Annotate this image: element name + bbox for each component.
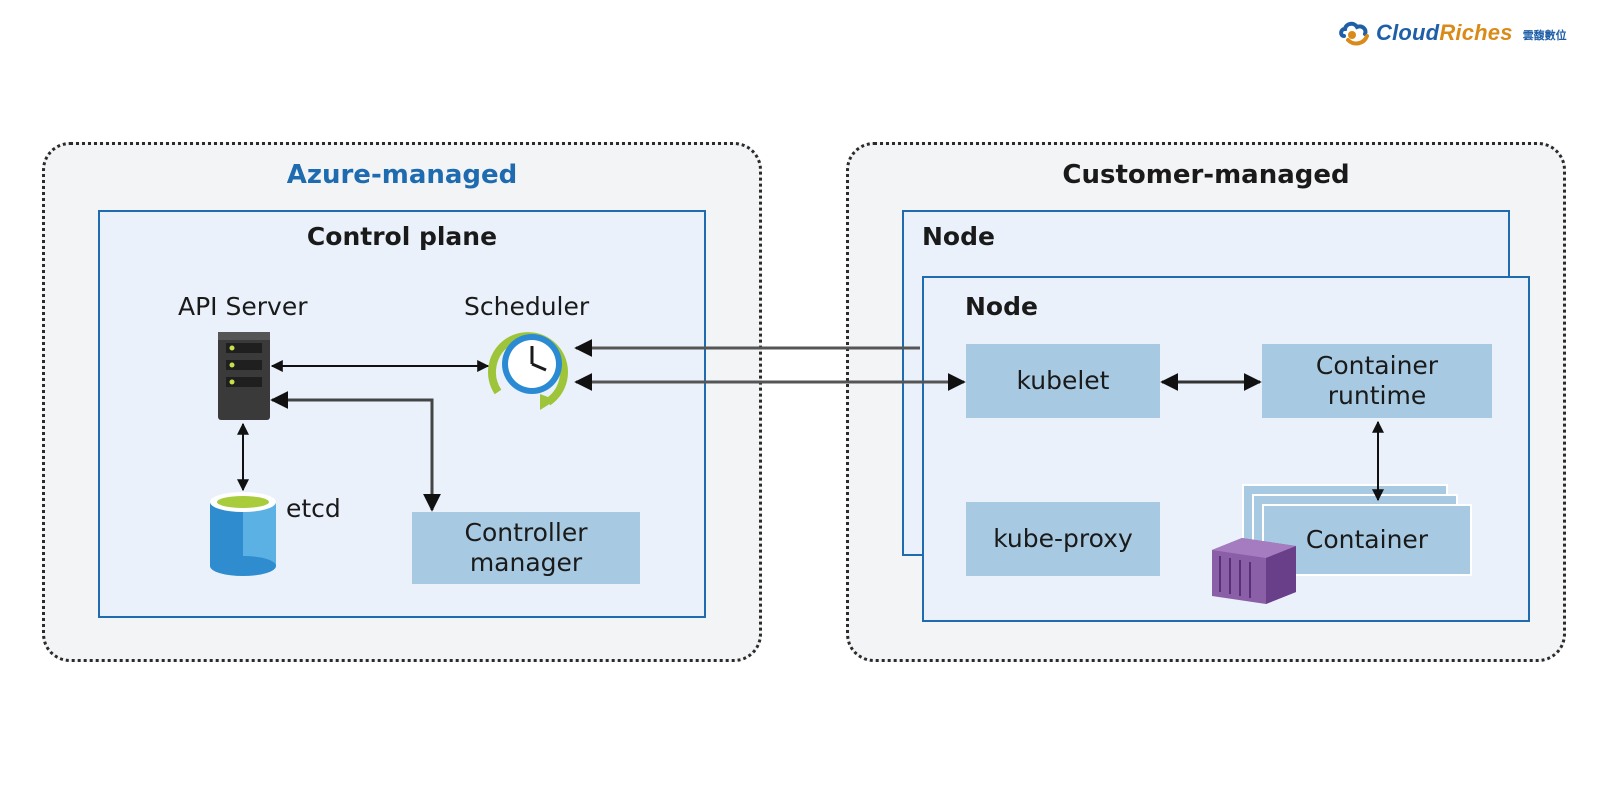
logo-brand-riches: Riches — [1439, 20, 1513, 45]
database-icon — [210, 492, 276, 576]
kube-proxy-box: kube-proxy — [966, 502, 1160, 576]
container-icon — [1212, 538, 1296, 604]
logo-chinese-name: 雲馥數位 — [1522, 29, 1567, 42]
container-label: Container — [1305, 525, 1429, 554]
server-icon — [218, 332, 270, 420]
cloudriches-mark-icon — [1339, 21, 1369, 46]
customer-managed-title: Customer-managed — [1062, 160, 1350, 190]
container-runtime-box: Container runtime — [1262, 344, 1492, 418]
logo-brand-cloud: Cloud — [1376, 20, 1440, 45]
kubelet-label: kubelet — [1016, 366, 1110, 395]
api-server-label: API Server — [178, 292, 308, 321]
controller-manager-line1: Controller — [464, 518, 588, 547]
node-front-title: Node — [965, 292, 1038, 321]
node-back-title: Node — [922, 222, 995, 251]
control-plane-title: Control plane — [306, 222, 498, 251]
container-box: Container — [1262, 504, 1472, 576]
azure-managed-title: Azure-managed — [286, 160, 518, 190]
kubelet-box: kubelet — [966, 344, 1160, 418]
container-runtime-line2: runtime — [1327, 381, 1427, 410]
container-runtime-line1: Container — [1315, 351, 1439, 380]
cloudriches-logo: CloudRiches 雲馥數位 — [1338, 16, 1567, 50]
scheduler-label: Scheduler — [464, 292, 590, 321]
kube-proxy-label: kube-proxy — [993, 524, 1133, 553]
controller-manager-box: Controller manager — [412, 512, 640, 584]
clock-icon — [488, 332, 568, 410]
arrow-api-controller-manager — [270, 391, 441, 512]
controller-manager-line2: manager — [469, 548, 583, 577]
